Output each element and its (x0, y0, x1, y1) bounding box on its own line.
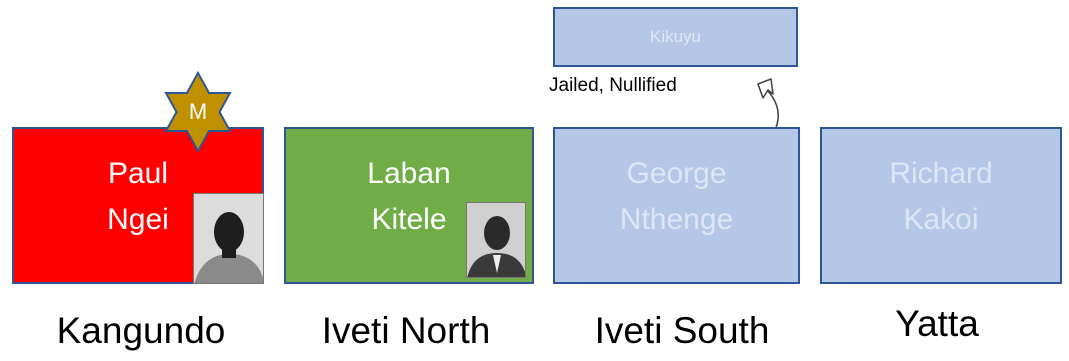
candidate-box-richard-kakoi: Richard Kakoi (820, 127, 1062, 284)
candidate-box-george-nthenge: George Nthenge (553, 127, 800, 284)
candidate-first-name: Laban (367, 156, 451, 190)
candidate-last-name: Ngei (107, 202, 169, 236)
candidate-first-name: Paul (107, 156, 169, 190)
candidate-first-name: George (626, 156, 727, 190)
candidate-last-name: Nthenge (619, 202, 734, 236)
constituency-label-iveti-north: Iveti North (321, 310, 491, 351)
candidate-photo-laban-kitele (466, 202, 526, 278)
candidate-last-name: Kakoi (903, 202, 979, 236)
candidate-last-name: Kitele (371, 202, 447, 236)
constituency-label-iveti-south: Iveti South (594, 310, 770, 351)
party-box-kikuyu: Kikuyu (553, 7, 798, 67)
constituency-label-kangundo: Kangundo (56, 310, 226, 351)
star-badge: M (162, 70, 234, 154)
constituency-label-yatta: Yatta (895, 303, 979, 344)
candidate-photo-paul-ngei (193, 193, 264, 284)
candidate-first-name: Richard (889, 156, 993, 190)
party-label: Kikuyu (649, 27, 702, 46)
annotation-label: Jailed, Nullified (549, 75, 677, 96)
badge-label: M (188, 99, 208, 124)
